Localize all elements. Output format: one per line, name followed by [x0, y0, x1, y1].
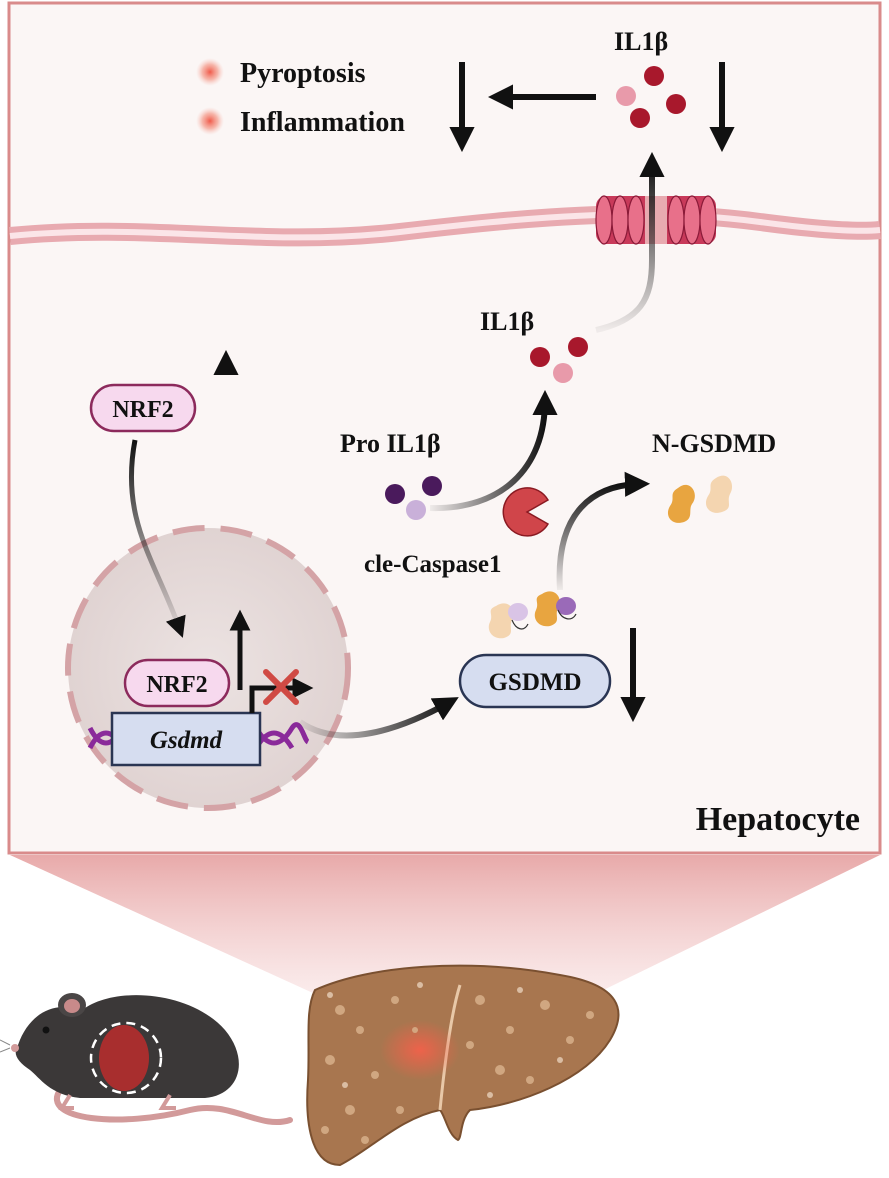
nrf2-translocation-arrow: [129, 439, 186, 638]
il1b-cleavage-arrow: [429, 389, 558, 512]
inflammation-dot: [196, 107, 224, 135]
il1b-secretion-arrow: [595, 151, 665, 333]
inflammation-label: Inflammation: [240, 107, 405, 138]
caspase-pacman-icon: [502, 487, 550, 537]
nrf2-nucleus-label: NRF2: [146, 672, 207, 698]
gsdmd-gene-label: Gsdmd: [150, 727, 223, 754]
liver-illustration: [306, 964, 620, 1167]
pyroptosis-dot: [196, 58, 224, 86]
il1b-mid-molecules: [530, 337, 588, 383]
pro-il1b-molecules: [385, 476, 442, 520]
cell-membrane: [9, 205, 881, 247]
il1b-top-label: IL1β: [614, 27, 668, 56]
inhibition-x-icon: [263, 669, 299, 705]
n-gsdmd-fragments: [667, 475, 733, 523]
pyroptosis-label: Pyroptosis: [240, 58, 366, 89]
full-gsdmd-molecules: [488, 591, 577, 639]
il1b-top-molecules: [616, 66, 686, 128]
gsdmd-gene-box: [110, 711, 262, 767]
channel-pore: [595, 195, 717, 245]
nrf2-cytoplasm-label: NRF2: [112, 397, 173, 423]
gsdmd-protein-label: GSDMD: [488, 669, 581, 696]
transcription-start-arrow: [249, 677, 314, 713]
n-gsdmd-label: N-GSDMD: [652, 429, 776, 458]
pro-il1b-label: Pro IL1β: [340, 429, 441, 458]
nuclear-envelope: [65, 525, 351, 811]
nrf2-cytoplasm-pill: [89, 383, 197, 433]
gsdmd-expression-arrow: [298, 697, 459, 739]
hepatocyte-label: Hepatocyte: [696, 801, 860, 838]
mouse-illustration: [0, 993, 293, 1125]
gsdmd-cleavage-arrow: [556, 471, 651, 591]
gsdmd-protein-pill: [458, 653, 612, 709]
zoom-beam: [10, 855, 880, 1060]
nrf2-nucleus-pill: [123, 658, 231, 708]
cle-caspase1-label: cle-Caspase1: [364, 551, 501, 578]
il1b-mid-label: IL1β: [480, 307, 534, 336]
